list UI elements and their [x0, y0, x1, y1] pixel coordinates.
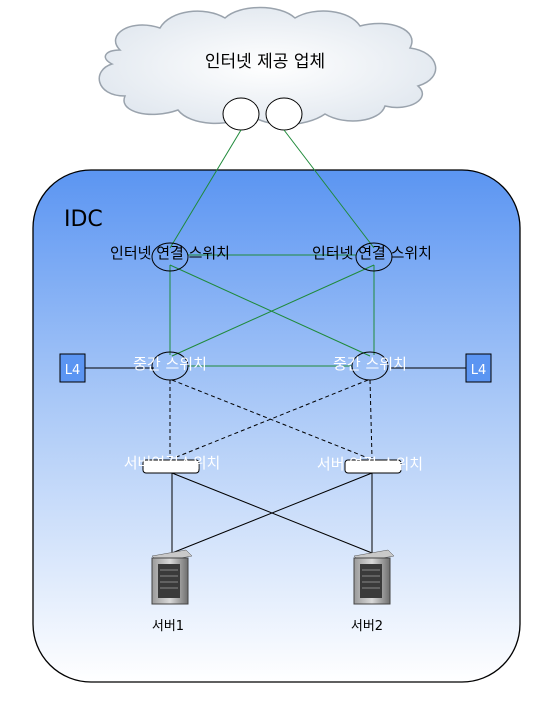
green-links [169, 129, 375, 367]
isp-link-circle-right [265, 97, 303, 131]
internet-switch-left-label: 인터넷 연결 스위치 [110, 244, 230, 262]
isp-link-circle-left [222, 97, 260, 131]
l4-box-left [59, 353, 86, 383]
dashed-links [169, 379, 373, 459]
isp-cloud [98, 6, 437, 126]
l4-right-label: L4 [471, 363, 487, 378]
internet-switch-left [151, 242, 189, 272]
server-2-icon [353, 549, 395, 605]
idc-label: IDC [64, 207, 103, 232]
internet-switch-right-label: 인터넷 연결 스위치 [312, 244, 432, 262]
server-switch-left-label: 서버연결스위치 [124, 454, 221, 472]
internet-switch-right [355, 242, 393, 272]
server-switch-right [344, 459, 402, 474]
server-1-label: 서버1 [152, 619, 184, 634]
server-2-label: 서버2 [351, 619, 383, 634]
server-links [171, 472, 373, 554]
server-switch-left [142, 459, 200, 474]
l4-left-label: L4 [65, 363, 81, 378]
core-switch-right-label: 중간 스위치 [333, 355, 407, 373]
l4-box-right [465, 353, 492, 383]
server-switch-right-label: 서버 연결 스위치 [317, 455, 423, 473]
idc-zone [32, 169, 521, 683]
server-1-icon [151, 549, 193, 605]
cloud-label: 인터넷 제공 업체 [205, 52, 325, 72]
core-switch-left-label: 중간 스위치 [133, 355, 207, 373]
